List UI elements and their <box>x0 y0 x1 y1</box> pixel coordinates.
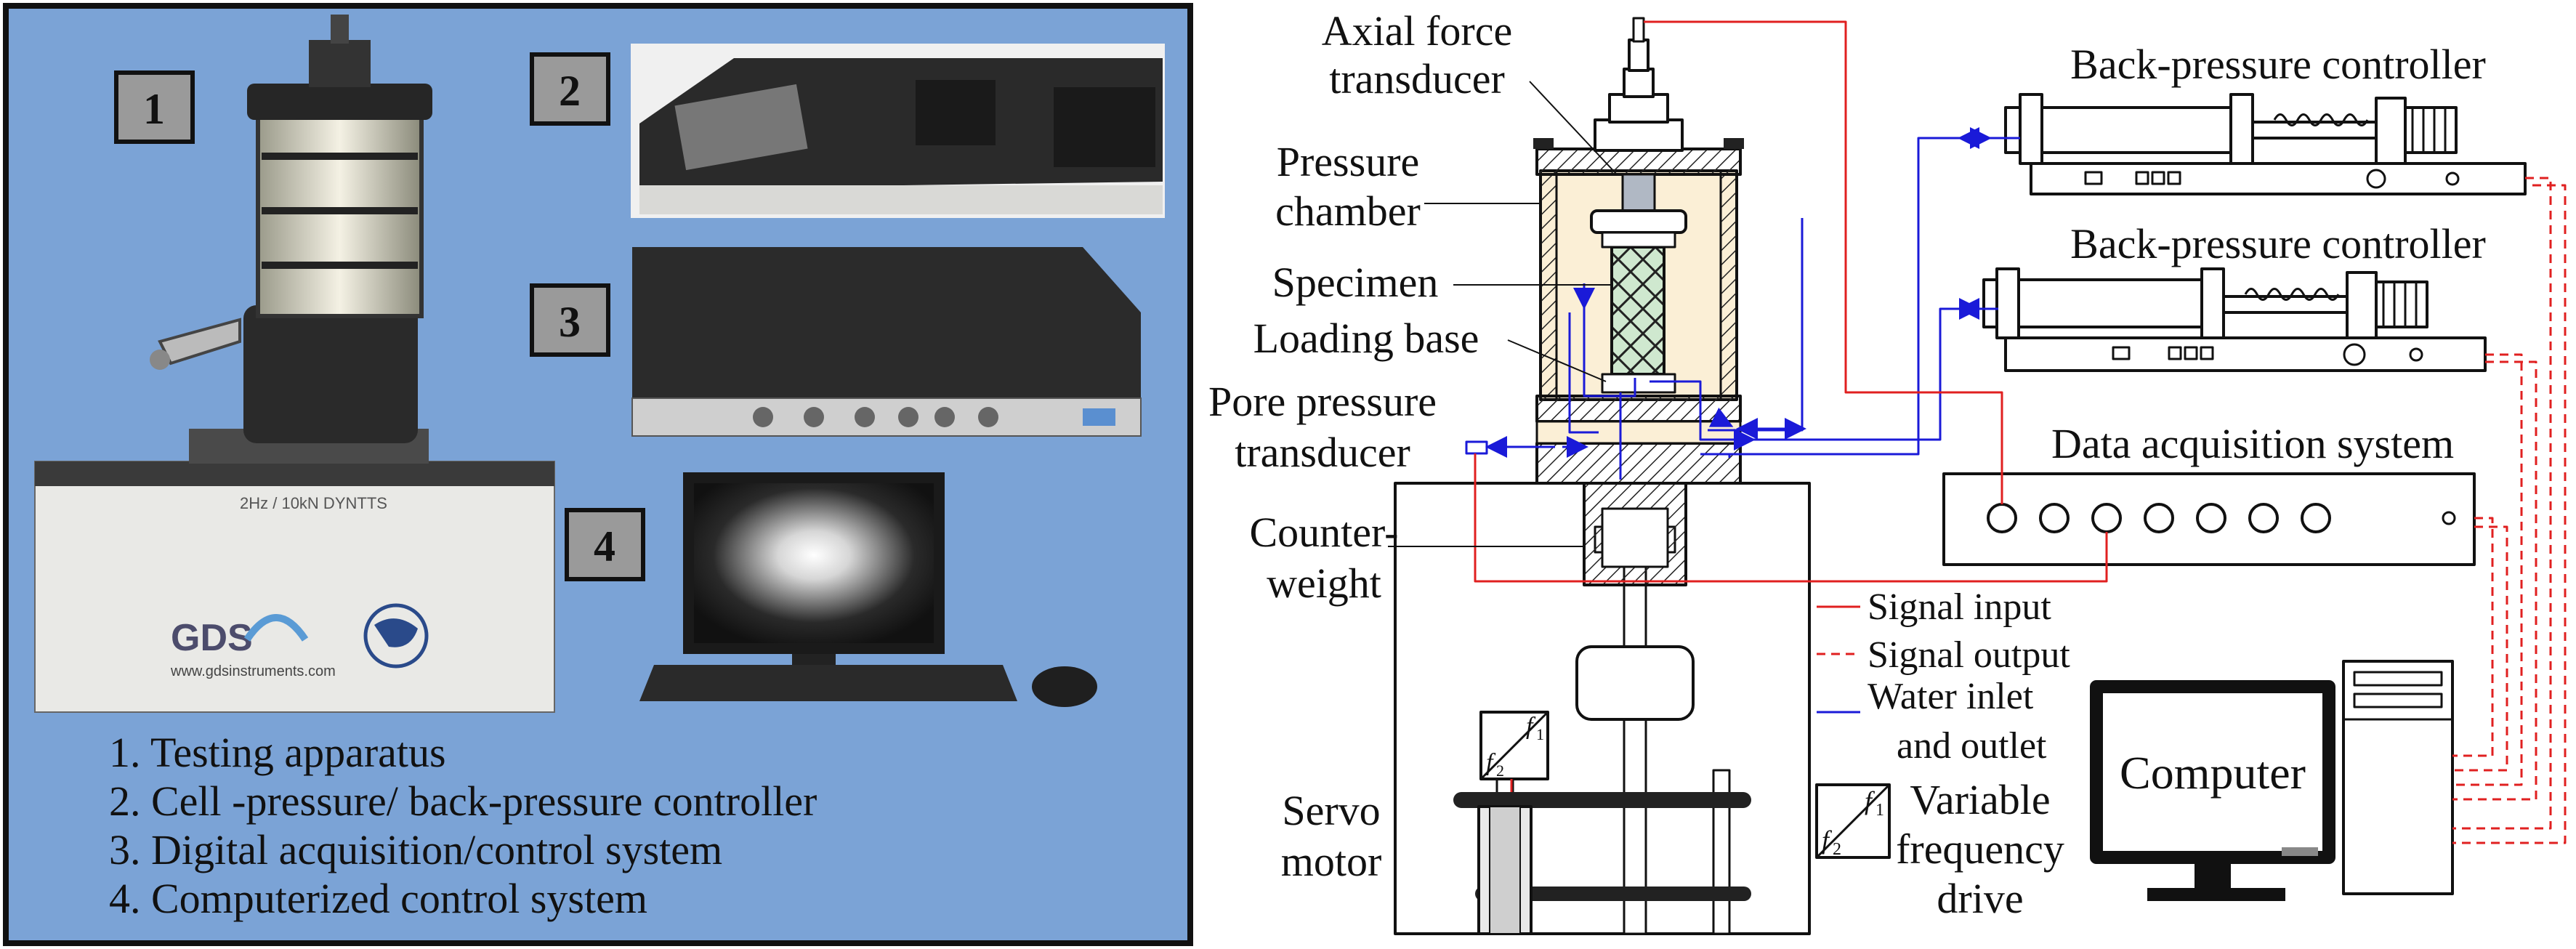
computer-label: Computer <box>2120 747 2306 799</box>
schematic: f 1 f 2 <box>1208 7 2567 935</box>
marker-3: 3 <box>530 283 610 357</box>
axial-transducer <box>1594 17 1684 152</box>
label-loading-base: Loading base <box>1253 315 1479 362</box>
svg-text:4: 4 <box>594 522 615 570</box>
legend-signal-output: Signal output <box>1868 634 2070 676</box>
vfd-box-large: f 1 f 2 <box>1815 783 1891 859</box>
marker-1: 1 <box>114 70 195 144</box>
legend-signal-input: Signal input <box>1868 586 2051 628</box>
marker-4: 4 <box>565 508 645 581</box>
schematic-labels: Axial force transducer Pressure chamber … <box>1208 7 2486 922</box>
chamber-top-plate <box>1535 148 1742 176</box>
svg-text:2: 2 <box>1833 840 1841 859</box>
computer-tower <box>2342 660 2454 895</box>
svg-text:3: 3 <box>559 298 581 346</box>
leader-lines <box>1388 81 1618 547</box>
legend-item-2: 2. Cell -pressure/ back-pressure control… <box>109 778 817 825</box>
photo-panel: 2Hz / 10kN DYNTTS GDS www.gdsinstruments… <box>3 3 1193 946</box>
computer-photo <box>639 472 1097 707</box>
photo-legend: 1. Testing apparatus 2. Cell -pressure/ … <box>109 729 817 922</box>
legend-item-4: 4. Computerized control system <box>109 875 647 922</box>
svg-text:2: 2 <box>559 67 581 115</box>
svg-text:1: 1 <box>1876 801 1884 820</box>
legend-item-1: 1. Testing apparatus <box>109 729 446 776</box>
chamber-base <box>1535 442 1742 485</box>
label-pressure-chamber-1: Pressure <box>1277 138 1420 185</box>
signal-lines <box>1474 20 2108 583</box>
weight-block <box>1575 645 1695 721</box>
label-vfd-1: Variable <box>1910 776 2050 823</box>
testing-apparatus-photo: 2Hz / 10kN DYNTTS GDS www.gdsinstruments… <box>34 15 555 713</box>
machine-label: 2Hz / 10kN DYNTTS <box>240 494 387 512</box>
label-counterweight-1: Counter- <box>1249 509 1398 556</box>
svg-text:1: 1 <box>1536 725 1544 743</box>
marker-2: 2 <box>530 52 610 126</box>
signal-output-lines <box>2452 177 2567 844</box>
daq-box <box>1942 472 2476 566</box>
label-pore-pressure-1: Pore pressure <box>1208 378 1437 425</box>
label-bp-controller-mid: Back-pressure controller <box>2070 220 2486 267</box>
label-axial-force-1: Axial force <box>1322 7 1512 54</box>
label-servo-2: motor <box>1281 838 1382 885</box>
specimen <box>1610 246 1665 376</box>
loading-base <box>1601 373 1676 394</box>
label-axial-force-2: transducer <box>1329 55 1505 102</box>
gds-url: www.gdsinstruments.com <box>170 663 336 679</box>
svg-text:2: 2 <box>1496 762 1504 780</box>
legend-item-3: 3. Digital acquisition/control system <box>109 826 722 873</box>
svg-text:1: 1 <box>143 85 165 133</box>
bp-controller-top <box>2004 93 2527 195</box>
label-vfd-2: frequency <box>1896 825 2064 873</box>
legend-water-2: and outlet <box>1897 725 2047 767</box>
label-vfd-3: drive <box>1937 875 2023 922</box>
label-servo-1: Servo <box>1282 787 1380 834</box>
legend-water-1: Water inlet <box>1868 676 2034 717</box>
label-bp-controller-top: Back-pressure controller <box>2070 41 2486 88</box>
vfd-box-small: f 1 f 2 <box>1479 711 1549 792</box>
daq-photo <box>631 247 1142 437</box>
central-shaft <box>1623 536 1647 935</box>
label-pore-pressure-2: transducer <box>1235 429 1410 476</box>
globe-icon <box>363 603 429 669</box>
controller-photo <box>631 44 1165 218</box>
water-lines <box>1485 127 2020 480</box>
drive-belt <box>1453 792 1751 808</box>
label-data-acquisition: Data acquisition system <box>2051 420 2454 467</box>
label-counterweight-2: weight <box>1267 560 1381 607</box>
bp-controller-mid <box>1982 267 2487 372</box>
label-specimen: Specimen <box>1272 259 1439 306</box>
computer-monitor: Computer <box>2090 680 2335 901</box>
schematic-legend: Signal input Signal output Water inlet a… <box>1868 586 2070 767</box>
label-pressure-chamber-2: chamber <box>1275 187 1421 235</box>
gds-logo-text: GDS <box>171 617 253 659</box>
pore-pressure-transducer <box>1465 440 1488 455</box>
